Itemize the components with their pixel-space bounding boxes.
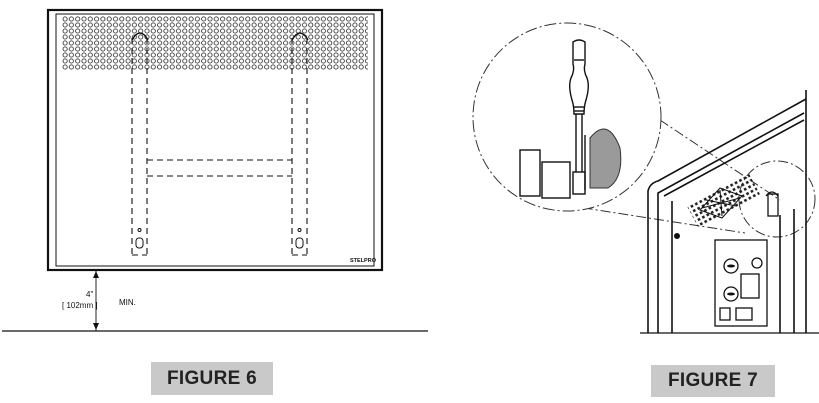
- clearance-inches: 4": [86, 290, 93, 299]
- mounting-bracket-left: [131, 38, 148, 256]
- figure6-heater-front: STELPRO: [46, 8, 384, 272]
- bracket-slots: [135, 228, 304, 249]
- side-grille: [687, 173, 761, 228]
- clearance-min: MIN.: [119, 298, 136, 307]
- detail-callout-circle: [738, 160, 816, 238]
- bracket-crossbar: [147, 159, 292, 177]
- clip-detail: [519, 135, 586, 199]
- hook-left-icon: [131, 32, 149, 41]
- control-panel-plate: [714, 239, 768, 327]
- clearance-dimension: 4" [ 102mm ] MIN.: [62, 270, 136, 331]
- vent-star-icon: [699, 187, 743, 219]
- screwdriver-icon: [569, 39, 589, 178]
- perforated-grille: [62, 16, 368, 70]
- figure-7-label: FIGURE 7: [651, 365, 775, 397]
- wall-shape: [589, 128, 622, 189]
- brand-logo: STELPRO: [350, 258, 377, 264]
- figure-6-label: FIGURE 6: [151, 362, 273, 395]
- heater-side-view: [640, 90, 819, 334]
- mounting-bracket-right: [291, 38, 308, 256]
- hook-right-icon: [291, 32, 309, 41]
- bracket-hook-icon: [765, 191, 779, 217]
- clearance-mm: [ 102mm ]: [62, 301, 98, 310]
- figure7-detail: [472, 22, 819, 334]
